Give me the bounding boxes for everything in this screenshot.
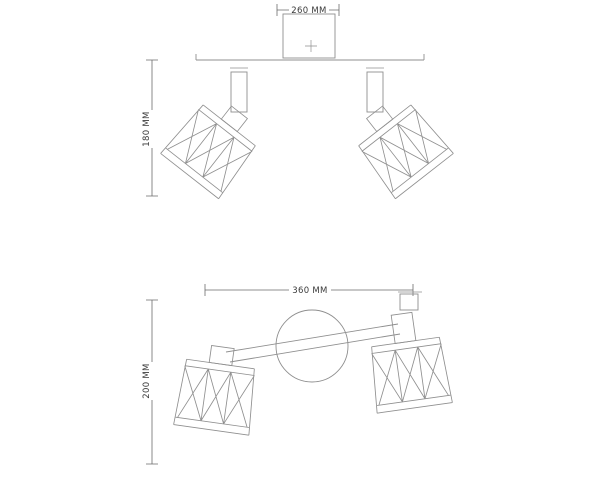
- top-height-dimension: 180 MM: [142, 59, 158, 197]
- top-width-dimension-label: 260 MM: [291, 6, 326, 16]
- bottom-view: 360 MM 200 MM: [142, 284, 453, 465]
- left-spotlight-arm: [230, 71, 248, 113]
- right-bottom-shade-outline: [367, 336, 453, 414]
- bottom-width-dimension-label: 360 MM: [292, 286, 327, 296]
- top-width-dimension-line: [276, 4, 340, 16]
- left-bottom-shade-outline: [173, 358, 259, 436]
- right-bottom-shade-neck: [390, 311, 417, 344]
- right-shade-neck: [365, 105, 394, 133]
- bottom-width-dimension-line: [204, 284, 414, 296]
- left-bottom-shade-neck: [208, 345, 235, 367]
- right-spotlight-arm: [366, 71, 384, 113]
- bottom-width-dimension: 360 MM: [204, 284, 414, 296]
- canopy-circle: [275, 309, 349, 383]
- ceiling-line: [195, 54, 425, 61]
- bracket-outline: [399, 293, 419, 311]
- left-shade-outline: [160, 102, 259, 200]
- right-shade-outline: [355, 102, 454, 200]
- bottom-height-dimension: 200 MM: [142, 299, 158, 465]
- ceiling-canopy: [282, 13, 336, 59]
- canopy-screw-cross: [305, 40, 317, 52]
- bottom-height-dimension-line: [146, 299, 158, 465]
- left-spotlight-bottom-view: [173, 345, 259, 436]
- bottom-height-dimension-label: 200 MM: [142, 363, 152, 398]
- top-width-dimension: 260 MM: [276, 4, 340, 16]
- left-spotlight-top-view: [160, 67, 259, 200]
- right-spotlight-top-view: [355, 67, 454, 200]
- cross-bar: [225, 323, 401, 363]
- top-height-dimension-label: 180 MM: [142, 111, 152, 146]
- top-height-dimension-line: [146, 59, 158, 197]
- right-mount-bracket: [398, 291, 422, 311]
- left-shade-neck: [220, 105, 249, 133]
- top-view: 260 MM 180 MM: [142, 4, 454, 200]
- canopy-outline: [282, 13, 336, 59]
- right-spotlight-bottom-view: [367, 311, 453, 414]
